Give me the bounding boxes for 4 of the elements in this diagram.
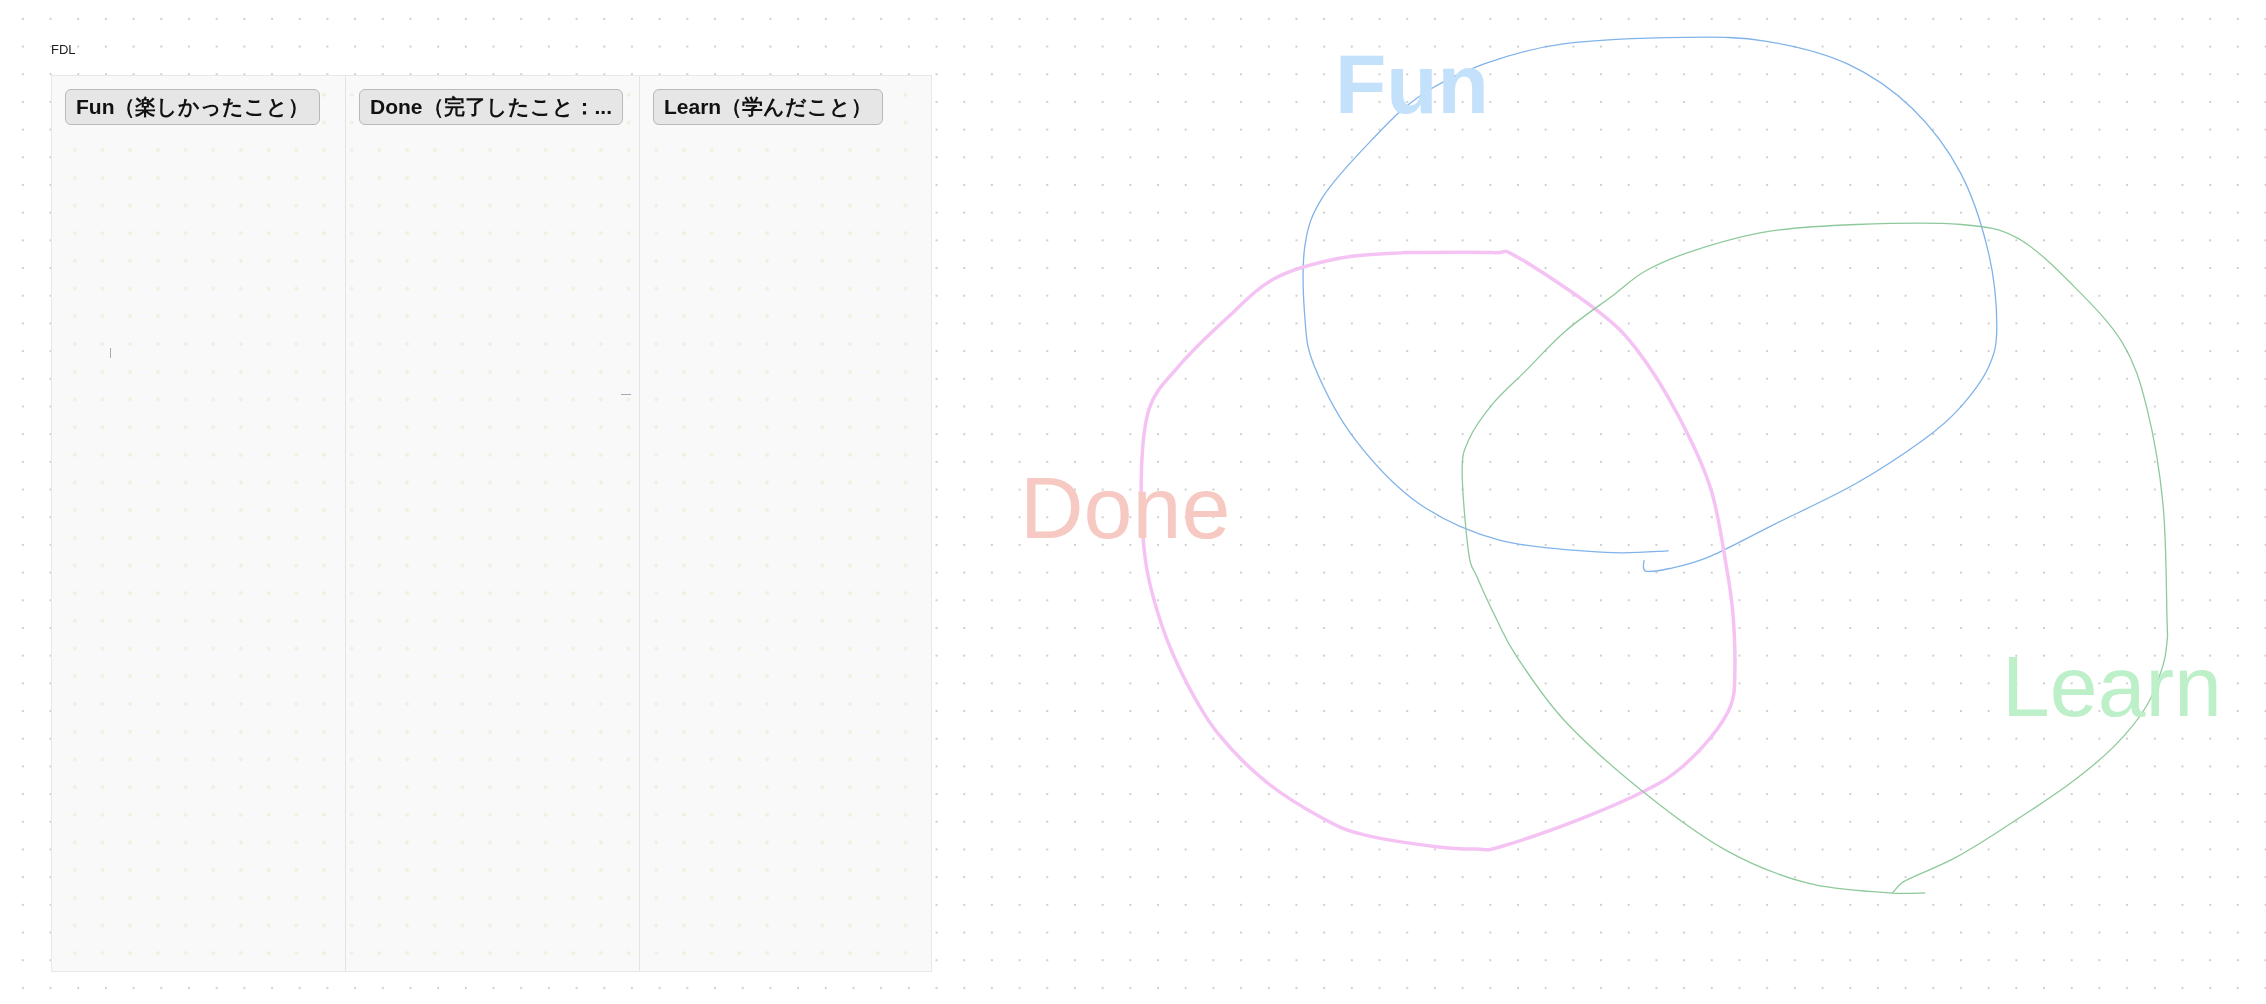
column-header: Done（完了したこと：... [359,89,623,125]
column-header: Learn（学んだこと） [653,89,884,125]
section-title: FDL [51,43,76,56]
column-header: Fun（楽しかったこと） [65,89,321,125]
